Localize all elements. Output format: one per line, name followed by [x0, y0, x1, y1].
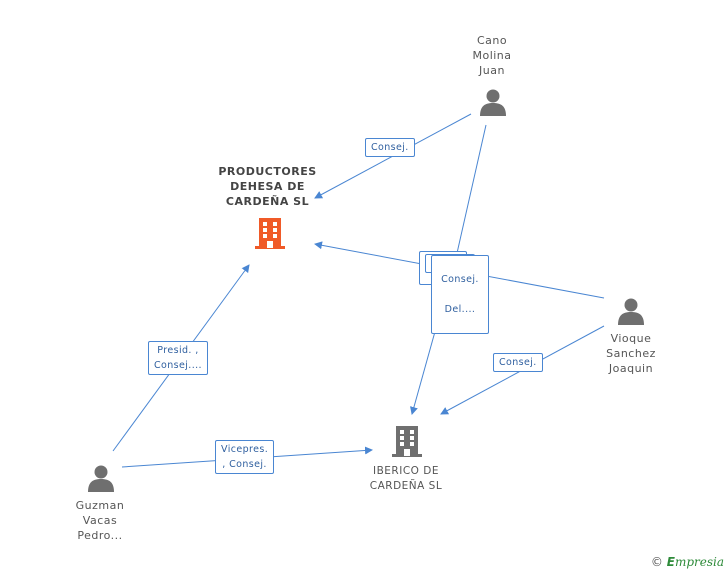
building-icon[interactable] [254, 216, 286, 250]
copyright-symbol: © [650, 555, 663, 569]
building-icon[interactable] [391, 424, 423, 458]
edge-label-cano-productores[interactable]: Consej. [365, 138, 415, 157]
person-icon[interactable] [479, 88, 507, 116]
edge-cano-iberico [454, 124, 487, 263]
brand-e: E [666, 555, 675, 569]
person-icon[interactable] [87, 464, 115, 492]
person-guzman-label[interactable]: Guzman Vacas Pedro... [75, 499, 125, 542]
person-icon[interactable] [617, 297, 645, 325]
brand-name: mpresia [674, 555, 724, 569]
edge-label-guzman-productores[interactable]: Presid. , Consej.... [148, 341, 208, 375]
edge-label-vioque-iberico[interactable]: Consej. [493, 353, 543, 372]
edge-label-guzman-iberico[interactable]: Vicepres. , Consej. [215, 440, 275, 474]
company-iberico-label[interactable]: IBERICO DE CARDEÑA SL [369, 465, 443, 492]
empresia-logo: © Empresia [651, 555, 724, 569]
company-productores-label[interactable]: PRODUCTORES DEHESA DE CARDEÑA SL [218, 165, 317, 208]
edge-label-del-text: Del.... [444, 304, 476, 315]
edge-label-consej-text: Consej. [441, 274, 479, 285]
person-cano-label[interactable]: Cano Molina Juan [472, 34, 512, 77]
edge-label-cano-iberico[interactable]: Consej. Del.... [431, 255, 489, 334]
person-vioque-label[interactable]: Vioque Sanchez Joaquin [606, 332, 656, 375]
